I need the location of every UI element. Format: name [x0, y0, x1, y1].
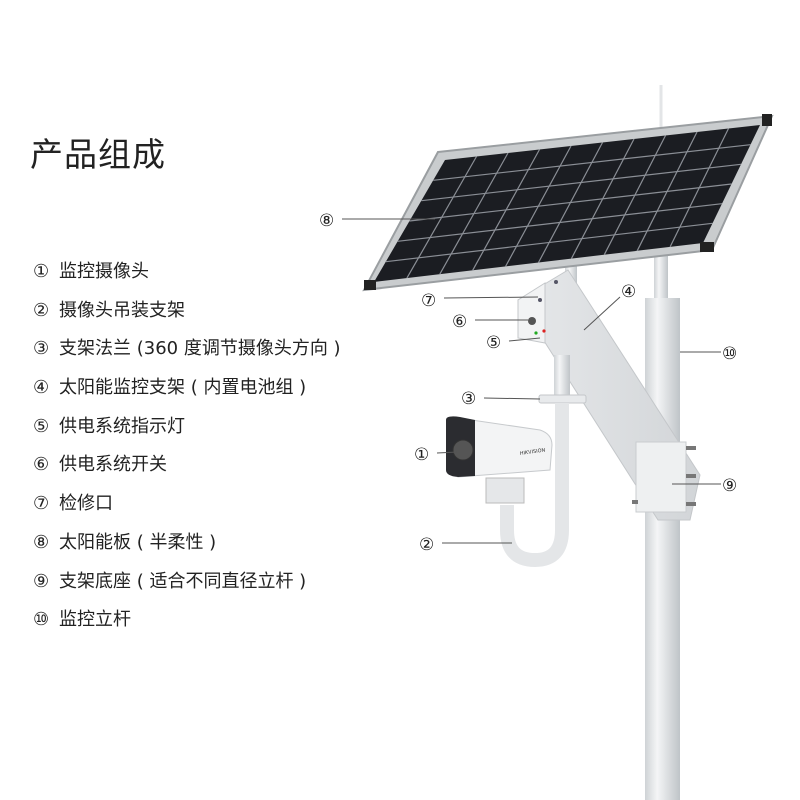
- item-number: ⑥: [33, 454, 50, 476]
- list-item: ③ 支架法兰 (360 度调节摄像头方向 ): [33, 335, 341, 374]
- item-label: 摄像头吊装支架: [59, 299, 185, 321]
- list-item: ② 摄像头吊装支架: [33, 297, 341, 336]
- callout-lines: [342, 218, 721, 544]
- item-number: ③: [33, 338, 50, 360]
- hanging-bracket: [500, 403, 569, 568]
- indicator-led-green: [534, 331, 538, 335]
- item-label: 监控立杆: [59, 609, 131, 631]
- item-label: 检修口: [59, 493, 113, 515]
- flange: [538, 394, 587, 404]
- item-label: 监控摄像头: [59, 261, 149, 282]
- item-number: ⑨: [33, 570, 50, 592]
- callout-4: ④: [621, 282, 636, 302]
- item-number: ⑤: [33, 415, 50, 437]
- item-number: ④: [33, 377, 50, 399]
- item-label: 太阳能监控支架 ( 内置电池组 ): [59, 377, 307, 399]
- list-item: ① 监控摄像头: [33, 258, 341, 297]
- page-title: 产品组成: [30, 135, 166, 174]
- power-switch[interactable]: [528, 317, 536, 325]
- camera-logo: HIKVISION: [519, 447, 546, 457]
- callout-1: ①: [414, 445, 429, 465]
- item-number: ②: [33, 299, 50, 321]
- item-number: ⑩: [33, 609, 50, 631]
- callout-5: ⑤: [486, 333, 501, 353]
- list-item: ④ 太阳能监控支架 ( 内置电池组 ): [33, 374, 341, 413]
- solar-cell-divider: [409, 183, 732, 222]
- callout-6: ⑥: [452, 312, 467, 332]
- solar-panel: [362, 114, 774, 292]
- list-item: ⑩ 监控立杆: [33, 606, 341, 645]
- solar-cell-divider: [433, 144, 751, 181]
- item-number: ⑦: [33, 493, 50, 515]
- monitoring-pole: [645, 298, 680, 800]
- item-label: 太阳能板 ( 半柔性 ): [59, 531, 217, 553]
- mount-pole: [554, 355, 570, 403]
- list-item: ⑤ 供电系统指示灯: [33, 413, 341, 452]
- callout-10: ⑩: [722, 344, 737, 364]
- solar-cell-divider: [421, 163, 742, 202]
- list-item: ⑥ 供电系统开关: [33, 451, 341, 490]
- surveillance-camera: HIKVISION: [446, 416, 553, 478]
- callout-2: ②: [419, 535, 434, 555]
- callout-3: ③: [461, 389, 476, 409]
- solar-cell-divider: [397, 203, 723, 242]
- item-label: 供电系统开关: [59, 454, 167, 476]
- solar-cell-divider: [385, 222, 713, 263]
- item-label: 支架底座 ( 适合不同直径立杆 ): [59, 570, 307, 592]
- bracket-base: [632, 441, 696, 513]
- indicator-led-red: [542, 329, 546, 333]
- list-item: ⑦ 检修口: [33, 490, 341, 529]
- callout-9: ⑨: [722, 476, 737, 496]
- item-label: 供电系统指示灯: [59, 415, 185, 437]
- item-number: ①: [33, 261, 50, 282]
- callout-7: ⑦: [421, 291, 436, 311]
- item-number: ⑧: [33, 531, 50, 553]
- item-label: 支架法兰 (360 度调节摄像头方向 ): [59, 338, 341, 360]
- callout-8: ⑧: [319, 211, 334, 231]
- list-item: ⑨ 支架底座 ( 适合不同直径立杆 ): [33, 568, 341, 607]
- list-item: ⑧ 太阳能板 ( 半柔性 ): [33, 529, 341, 568]
